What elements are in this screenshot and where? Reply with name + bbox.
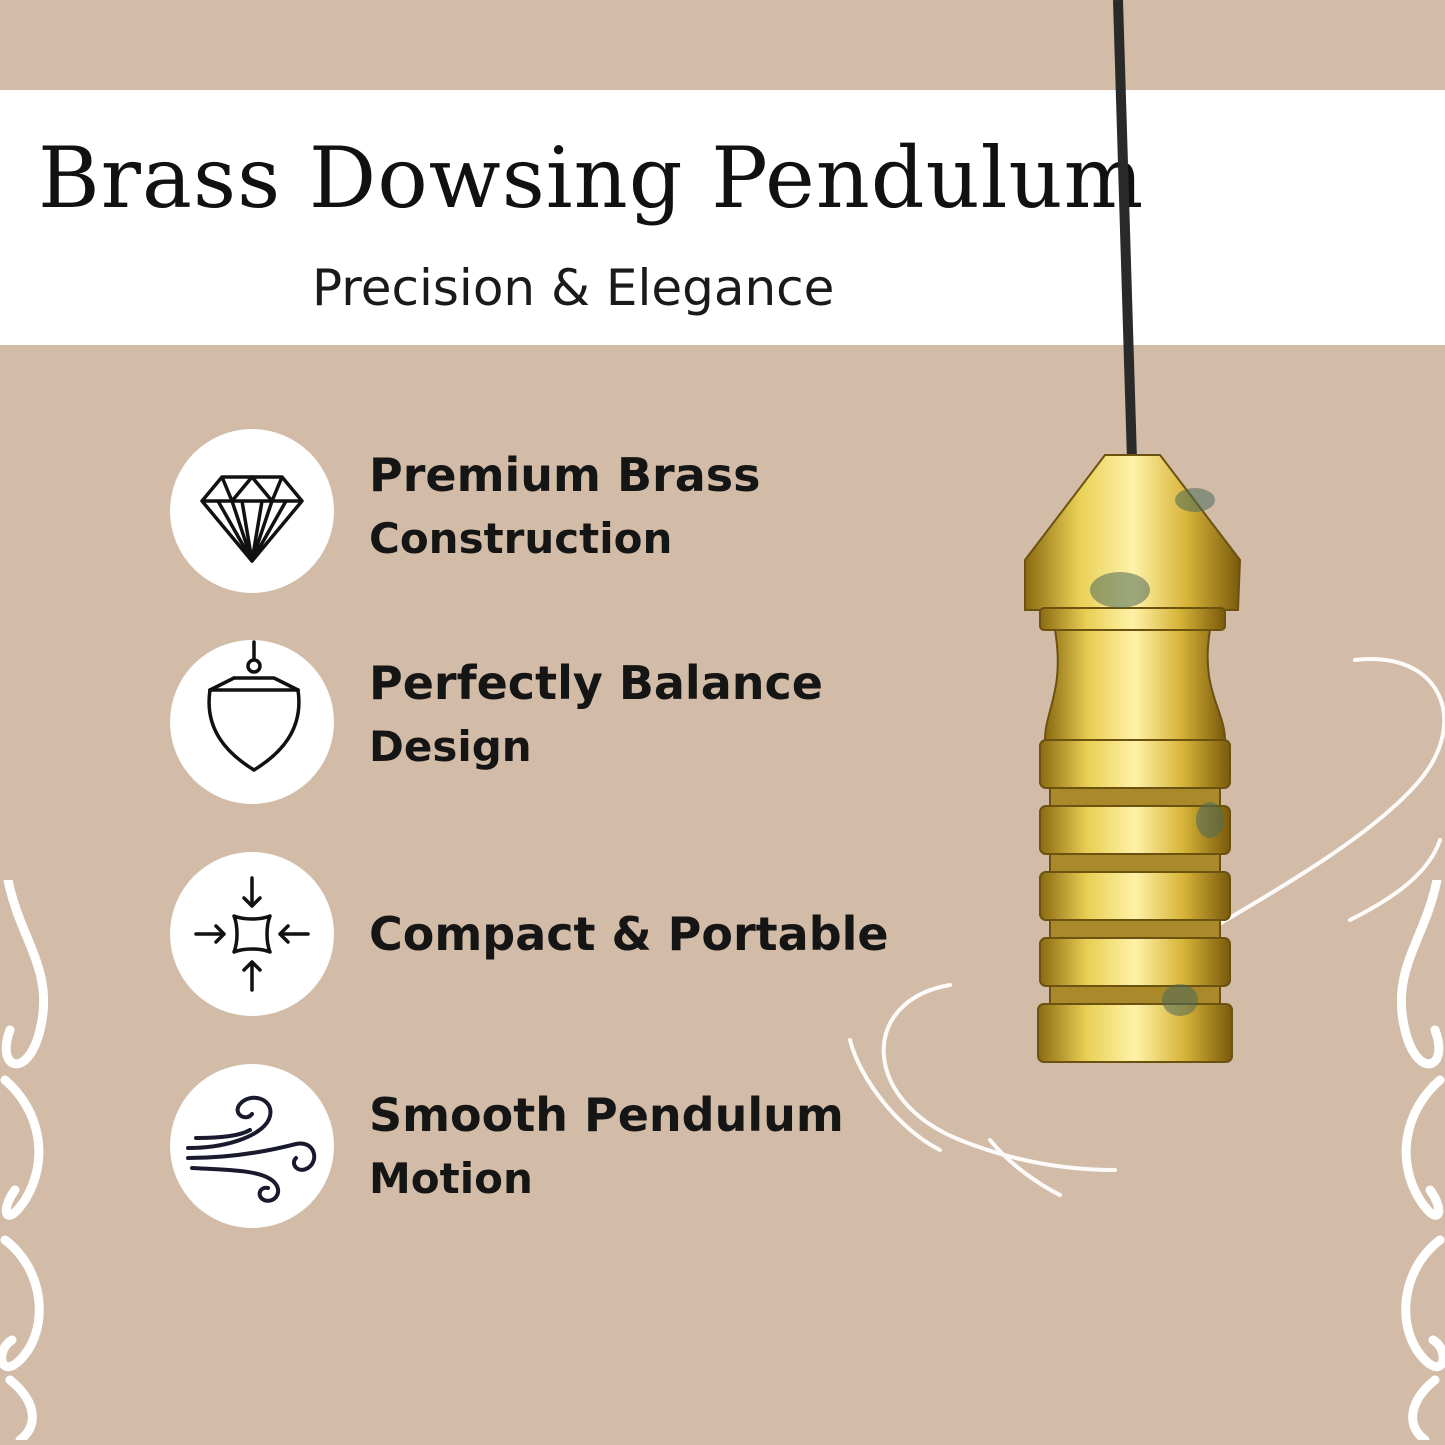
feature-title: Compact & Portable <box>369 907 889 961</box>
feature-subtitle: Design <box>369 722 532 771</box>
compact-arrows-icon <box>194 876 310 992</box>
feature-title: Premium Brass <box>369 448 761 502</box>
feature-item-2: Perfectly Balance Design <box>369 651 823 779</box>
feature-title: Smooth Pendulum <box>369 1088 844 1142</box>
header-banner <box>0 90 1445 345</box>
feature-item-3: Compact & Portable <box>369 902 889 966</box>
feature-title: Perfectly Balance <box>369 656 823 710</box>
left-ornament <box>0 880 49 1440</box>
feature-subtitle: Construction <box>369 514 673 563</box>
wind-swirl-icon <box>186 1095 317 1203</box>
page-subtitle: Precision & Elegance <box>312 259 835 317</box>
page-title: Brass Dowsing Pendulum <box>38 129 1145 227</box>
feature-icon-circle-1 <box>170 429 334 593</box>
feature-item-4: Smooth Pendulum Motion <box>369 1083 844 1211</box>
feature-icon-circle-3 <box>170 852 334 1016</box>
diamond-icon <box>200 475 304 563</box>
right-ornament <box>1396 880 1445 1440</box>
feature-icon-circle-2 <box>170 640 334 804</box>
feature-item-1: Premium Brass Construction <box>369 443 761 571</box>
feature-icon-circle-4 <box>170 1064 334 1228</box>
pendulum-icon <box>207 640 301 772</box>
feature-subtitle: Motion <box>369 1154 533 1203</box>
